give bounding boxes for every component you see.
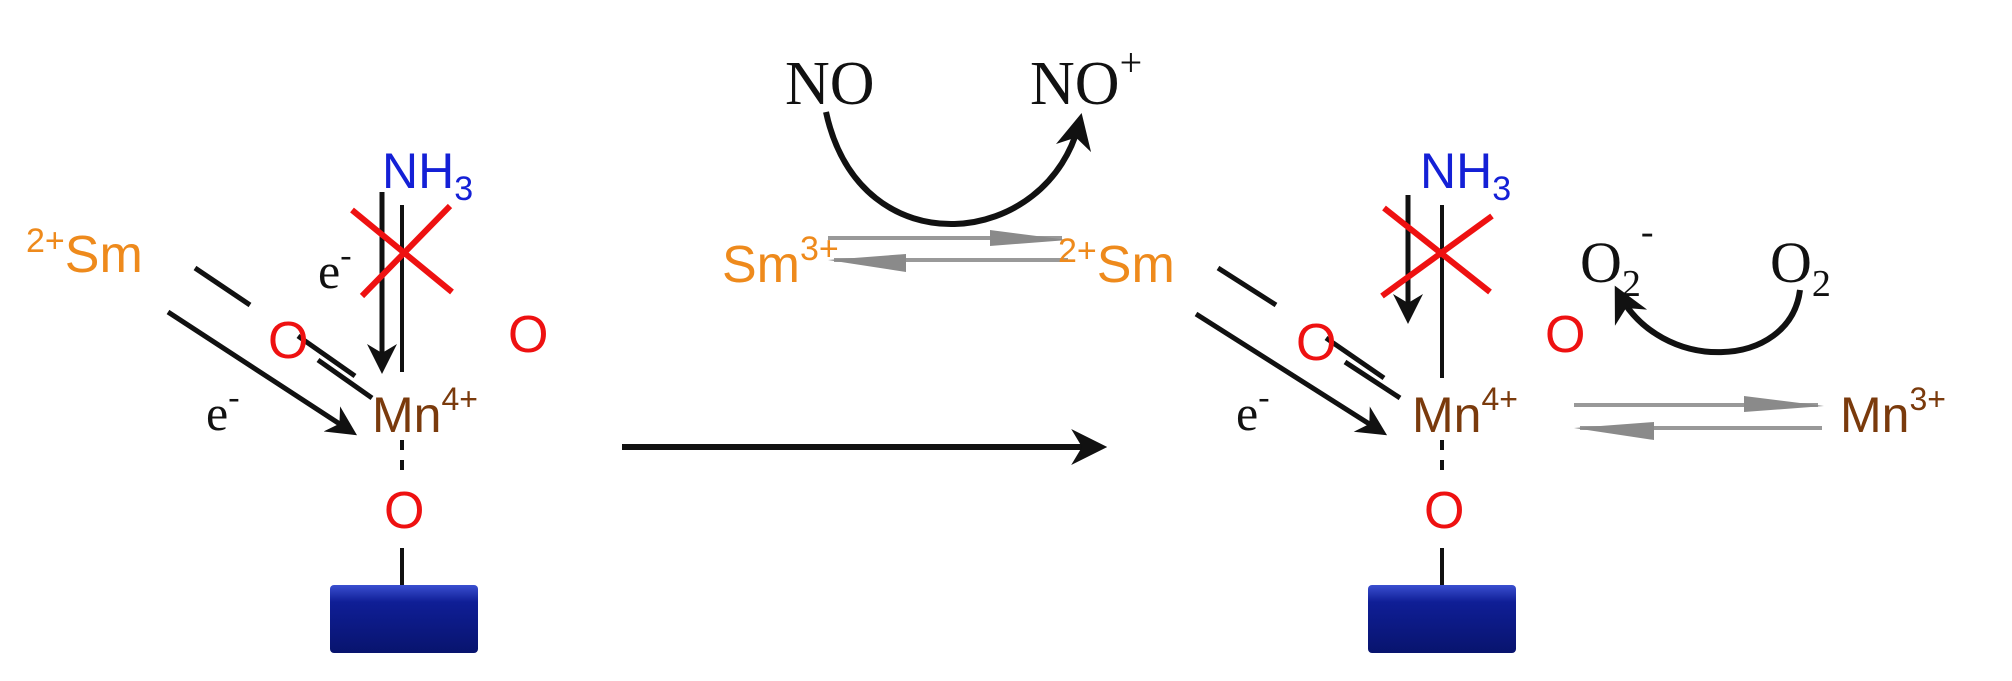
blocked-cross-mark [1382,205,1492,295]
o-mn-bond [316,357,374,401]
mn-label: Mn4+ [372,381,478,443]
mn4-label: Mn4+ [1412,381,1518,443]
electron-label: e- [1236,379,1270,441]
no-label: NO [785,50,875,118]
blocked-cross-mark [359,203,453,299]
sm-equilibrium-arrows [828,230,1068,272]
superoxide-label: O2- [1580,211,1654,305]
sm-o-bond-2 [1324,335,1386,381]
no-oxidation-curved-arrow [823,111,1092,227]
oxygen-right-label: O [508,306,548,364]
no-plus-label: NO+ [1030,40,1142,118]
oxygen-support-label: O [384,482,424,540]
o-mn-bond [1343,359,1402,401]
sm-label: 2+Sm [26,222,143,284]
support-block [1368,585,1516,653]
electron-label-bottom: e- [206,379,240,441]
oxygen-bridge-label: O [1296,314,1336,372]
blocked-cross-mark [1380,213,1494,299]
oxygen-support-label: O [1424,482,1464,540]
sm2-label: 2+Sm [1058,232,1175,294]
nh3-label: NH3 [382,143,473,208]
electron-transfer-arrow [1194,311,1388,436]
mn-equilibrium-arrows [1574,396,1824,440]
oxygen-reduction-curved-arrow [1614,285,1803,356]
sm-o-bond-1 [193,265,252,308]
left-catalyst-site: 2+Sm NH3 e- e- O O Mn4+ O [26,143,548,653]
oxygen-molecule-label: O2 [1770,230,1831,305]
oxygen-right-label: O [1545,306,1585,364]
support-block [330,585,478,653]
sm-o-bond-2 [296,333,357,379]
sm3-label: Sm3+ [722,230,839,294]
right-catalyst-site: NH3 O2- O2 O O e- Mn4+ Mn3+ O [1194,143,1946,653]
oxygen-bridge-label: O [268,312,308,370]
electron-label-top: e- [318,237,352,299]
mn3-label: Mn3+ [1840,381,1946,443]
middle-redox-cycle: NO NO+ Sm3+ 2+Sm [622,40,1175,465]
nh3-label: NH3 [1420,143,1511,208]
electron-transfer-arrow-lower [166,309,358,436]
sm-o-bond-1 [1216,265,1278,308]
